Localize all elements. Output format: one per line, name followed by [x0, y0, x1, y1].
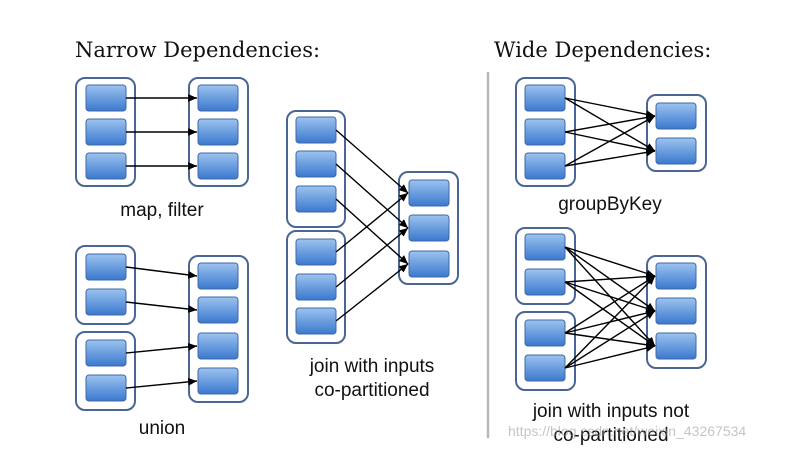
partition	[295, 307, 337, 335]
dependency-arrow	[564, 97, 656, 119]
watermark-text: https://blog.csdn.net/weixin_43267534	[508, 423, 747, 439]
partition	[655, 137, 697, 165]
partition	[85, 374, 127, 402]
partition	[295, 238, 337, 266]
dependency-arrow	[335, 227, 409, 288]
dependency-arrow	[335, 263, 409, 322]
dependency-arrow	[564, 115, 656, 167]
partition	[197, 84, 239, 112]
dependency-arrow	[564, 275, 656, 369]
dependency-arrow	[564, 281, 656, 347]
join-not-copartitioned-label-line1: join with inputs not	[532, 401, 690, 422]
partition	[655, 262, 697, 290]
partition	[197, 152, 239, 180]
partition	[85, 118, 127, 146]
partition	[197, 262, 239, 290]
dependency-arrow	[335, 129, 409, 194]
partition	[524, 319, 566, 347]
dependency-arrow	[125, 301, 198, 313]
partition	[655, 297, 697, 325]
dependency-arrow	[564, 272, 656, 283]
dependency-arrow	[564, 246, 656, 278]
dependency-arrow	[564, 113, 656, 133]
dependency-arrow	[335, 192, 409, 253]
dependency-arrow	[564, 310, 656, 369]
partition	[85, 84, 127, 112]
join-copartitioned-label-line1: join with inputs	[309, 356, 435, 377]
union-group	[75, 245, 249, 411]
partition	[295, 273, 337, 301]
partition	[85, 339, 127, 367]
dependency-arrow	[125, 377, 198, 389]
map-filter-label: map, filter	[120, 200, 204, 221]
dependency-arrow	[564, 344, 656, 369]
partition	[408, 179, 450, 207]
group-by-key-label: groupByKey	[558, 194, 662, 215]
union-label: union	[138, 418, 186, 439]
partition	[655, 332, 697, 360]
join-not-copartitioned-group	[515, 227, 707, 391]
partition	[295, 150, 337, 178]
dependency-arrow	[335, 198, 409, 265]
partition	[524, 354, 566, 382]
partition	[85, 152, 127, 180]
partition	[524, 118, 566, 146]
partition	[197, 118, 239, 146]
partition	[524, 233, 566, 261]
partition	[408, 250, 450, 278]
dependency-arrow	[125, 342, 198, 354]
group-by-key-group	[515, 77, 707, 187]
dependency-arrow	[564, 148, 656, 167]
partition	[197, 367, 239, 395]
partition	[295, 116, 337, 144]
narrow-dependencies-heading: Narrow Dependencies:	[75, 38, 321, 62]
rdd-union-child	[188, 255, 249, 403]
partition	[295, 185, 337, 213]
partition	[524, 152, 566, 180]
join-copartitioned-group	[286, 110, 459, 344]
wide-dependencies-heading: Wide Dependencies:	[494, 38, 712, 62]
partition	[197, 332, 239, 360]
partition	[85, 288, 127, 316]
dependency-arrow	[564, 281, 656, 313]
join-not-copartitioned-label-line2: co-partitioned	[553, 425, 669, 446]
partition	[524, 84, 566, 112]
partition	[85, 253, 127, 281]
partition	[655, 102, 697, 130]
join-copartitioned-label-line2: co-partitioned	[314, 380, 430, 401]
partition	[524, 268, 566, 296]
dependency-arrow	[564, 275, 656, 334]
dependency-arrow	[335, 163, 409, 229]
dependency-arrow	[125, 266, 198, 279]
map-filter-group	[75, 77, 249, 187]
partition	[408, 214, 450, 242]
partition	[197, 296, 239, 324]
